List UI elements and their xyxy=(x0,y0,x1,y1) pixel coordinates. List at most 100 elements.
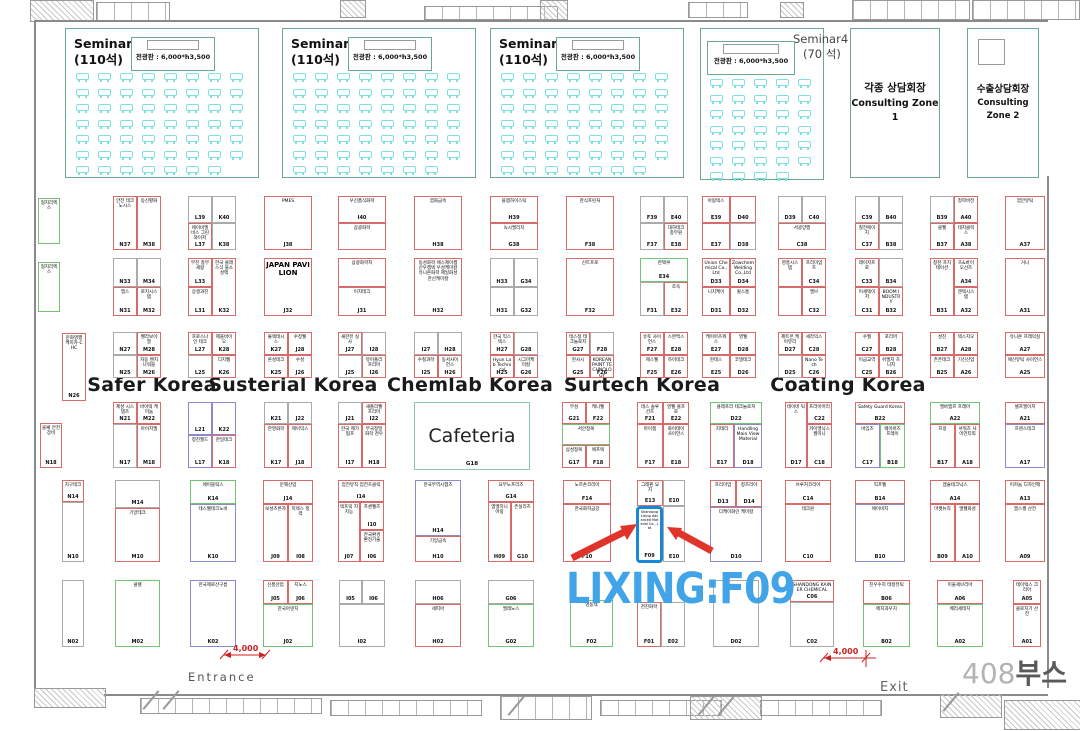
consulting-zone-2: 수출상담회장 Consulting Zone 2 xyxy=(967,28,1039,178)
booth-id: J02 xyxy=(283,639,293,645)
booth-id: M32 xyxy=(143,308,155,314)
booth-name: 테스웰테크노비 xyxy=(198,507,228,512)
seat-icon xyxy=(359,135,372,144)
seat-icon xyxy=(545,119,558,129)
booth-name: 보성츠른자 xyxy=(265,507,286,512)
seat-icon xyxy=(359,166,372,175)
booth-name: 프렌스테크 xyxy=(1014,427,1036,432)
booth-id: J25 xyxy=(345,370,355,376)
booth-K22: K22 xyxy=(212,402,236,435)
booth-name: 기신산업 xyxy=(957,358,975,363)
booth-id: D13 xyxy=(717,499,729,505)
seat-icon xyxy=(142,104,155,113)
booth-name: 카이엘닉스 켈미니 xyxy=(809,427,830,438)
booth-K21: K21 xyxy=(264,402,288,424)
booth-id: F32 xyxy=(584,308,596,314)
booth-id: F22 xyxy=(592,416,604,422)
booth-name: BOOM INDUSTRY xyxy=(881,290,901,306)
wall-box xyxy=(972,0,1080,20)
booth-id: J31 xyxy=(357,308,367,314)
seat-icon xyxy=(611,119,624,129)
entrance-label: Entrance xyxy=(188,670,256,684)
seat-icon xyxy=(142,150,155,160)
seat-icon xyxy=(76,88,89,98)
booth-name: 진우수지 테칼뮤틱 xyxy=(869,583,904,588)
booth-name: 클렐 xyxy=(133,583,142,588)
booth-name: 서안정복 xyxy=(577,427,595,432)
booth-id: K14 xyxy=(207,496,219,502)
booth-id: B09 xyxy=(937,554,948,560)
booth-name: 영웰 xyxy=(738,335,748,340)
seat-icon xyxy=(381,88,394,98)
seat-icon xyxy=(776,141,789,150)
booth-id: E28 xyxy=(670,347,682,353)
board-rect xyxy=(146,40,200,50)
booth-id: B31 xyxy=(936,308,948,314)
booth-name: 현테스 xyxy=(709,358,723,363)
booth-id: I22 xyxy=(369,416,379,422)
booth-id: D32 xyxy=(737,308,749,314)
seat-icon xyxy=(337,150,350,160)
booth-name: 조옥 xyxy=(671,285,681,290)
seat-icon xyxy=(76,166,89,175)
seat-icon xyxy=(76,135,89,144)
booth-name: 제이믹스 xyxy=(291,427,309,432)
booth-id: B38 xyxy=(885,242,897,248)
booth-id: C40 xyxy=(808,215,820,221)
seat-icon xyxy=(567,88,580,98)
booth-name: 에이비엘비스 그린와이저 xyxy=(191,226,209,242)
booth-name: 엘바엠프 프레마 xyxy=(939,405,971,410)
booth-id: D28 xyxy=(737,347,749,353)
seat-icon xyxy=(501,119,514,129)
booth-id: B28 xyxy=(885,347,897,353)
seat-icon xyxy=(76,119,89,129)
booth-name: 믹프웰 xyxy=(873,483,887,488)
booth-id: G28 xyxy=(520,347,532,353)
booth-id: A25 xyxy=(1019,370,1031,376)
booth-name: 새한뷰 실사 xyxy=(341,335,359,346)
booth-id: I10 xyxy=(367,522,377,528)
booth-name: 메지과우치 xyxy=(876,607,897,612)
booth-name: 삼광화학지 xyxy=(351,261,373,266)
booth-id: J38 xyxy=(283,242,293,248)
seat-icon xyxy=(186,104,199,113)
seat-icon xyxy=(798,156,811,166)
seat-icon xyxy=(98,166,111,175)
seat-icon xyxy=(589,135,602,144)
booth-name: 신풍산업 xyxy=(267,583,284,588)
seat-icon xyxy=(315,104,328,113)
booth-name: 우신품식화학 xyxy=(349,199,375,204)
seat-icon xyxy=(403,166,416,175)
seat-icon xyxy=(208,166,221,175)
seat-icon xyxy=(754,79,767,88)
booth-name: Hyun Lab Technical xyxy=(492,358,512,374)
exit-label: Exit xyxy=(880,680,909,695)
booth-name: Safety Guard Korea xyxy=(858,405,902,410)
booth-name: 프센웰즈 xyxy=(363,505,381,510)
booth-id: G26 xyxy=(520,370,532,376)
seat-icon xyxy=(798,110,811,119)
seat-icon xyxy=(501,135,514,144)
seat-icon xyxy=(523,73,536,82)
booth-N33: N33 xyxy=(113,258,137,287)
booth-id: B18 xyxy=(887,460,898,466)
seat-icon xyxy=(655,88,668,98)
